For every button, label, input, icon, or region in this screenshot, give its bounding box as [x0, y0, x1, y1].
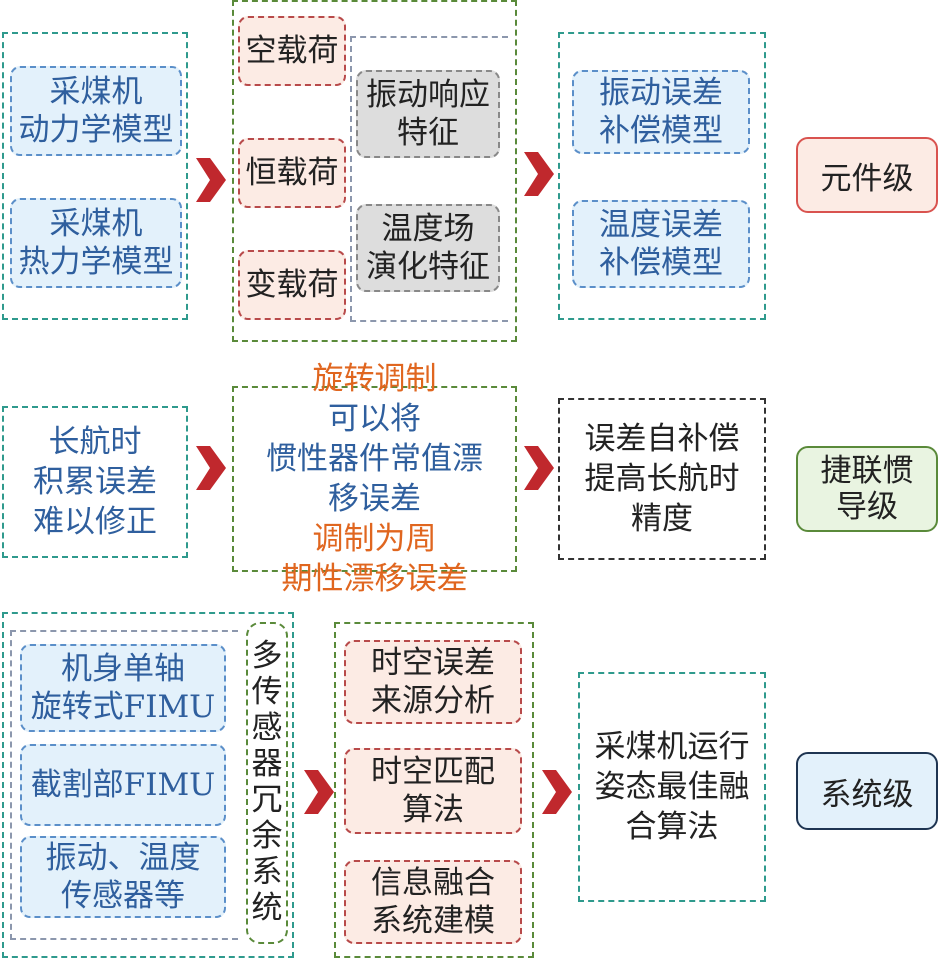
vibration-compensation-box: 振动误差补偿模型	[572, 70, 750, 154]
load-feature-group	[232, 0, 517, 342]
sins-level-label: 捷联惯导级	[796, 446, 938, 532]
fusion-modeling-box: 信息融合系统建模	[344, 860, 522, 944]
component-level-label: 元件级	[796, 137, 938, 213]
long-duration-error-box: 长航时积累误差难以修正	[2, 406, 188, 558]
thermal-model-box: 采煤机热力学模型	[10, 198, 182, 288]
right-arrow-icon	[304, 770, 334, 814]
right-arrow-icon	[524, 152, 554, 196]
rotation-modulation-box: 旋转调制可以将 惯性器件常值漂 移误差调制为周 期性漂移误差	[232, 361, 517, 597]
error-source-analysis-box: 时空误差来源分析	[344, 640, 522, 724]
temperature-compensation-box: 温度误差补偿模型	[572, 200, 750, 288]
compensation-group	[558, 32, 766, 320]
constant-load-box: 恒载荷	[238, 138, 346, 208]
attitude-fusion-algorithm-box: 采煤机运行姿态最佳融合算法	[578, 672, 766, 902]
cutting-fimu-box: 截割部FIMU	[20, 744, 226, 826]
body-rotational-fimu-box: 机身单轴旋转式FIMU	[20, 644, 226, 732]
no-load-box: 空载荷	[238, 16, 346, 86]
spatiotemporal-matching-box: 时空匹配算法	[344, 748, 522, 834]
right-arrow-icon	[196, 158, 226, 202]
system-level-label: 系统级	[796, 752, 938, 830]
dynamics-model-box: 采煤机动力学模型	[10, 66, 182, 156]
feature-bracket	[350, 36, 508, 322]
right-arrow-icon	[196, 446, 226, 490]
right-arrow-icon	[542, 770, 572, 814]
variable-load-box: 变载荷	[238, 250, 346, 320]
redundant-system-label: 多 传 感 器 冗 余 系 统	[246, 622, 288, 944]
temperature-feature-box: 温度场演化特征	[356, 204, 500, 292]
vibration-feature-box: 振动响应特征	[356, 70, 500, 158]
right-arrow-icon	[524, 446, 554, 490]
multi-sensor-group	[2, 612, 294, 958]
vibration-temperature-sensor-box: 振动、温度传感器等	[20, 836, 226, 918]
component-models-group	[2, 32, 188, 320]
fusion-steps-group	[334, 622, 534, 958]
sensor-list-frame	[10, 630, 238, 940]
self-compensation-box: 误差自补偿提高长航时精度	[558, 398, 766, 560]
